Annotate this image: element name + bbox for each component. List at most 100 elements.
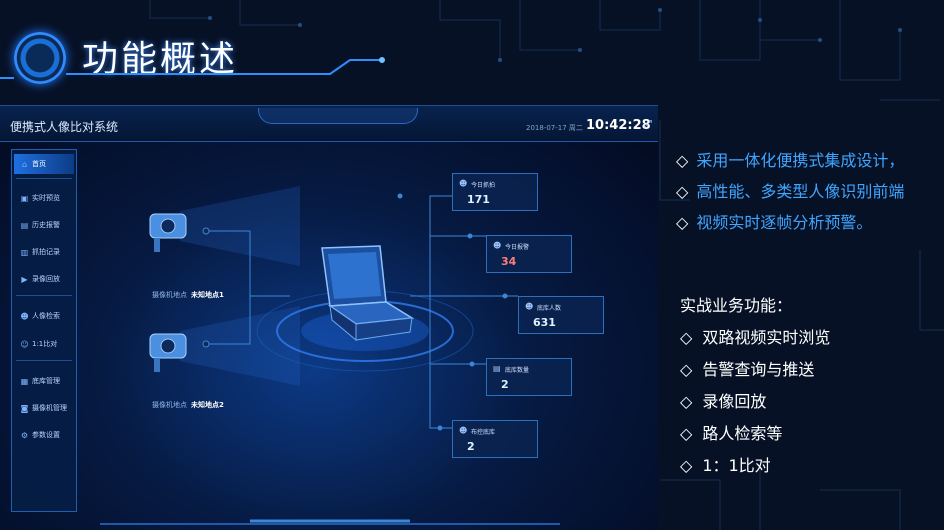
stat-card-library-count[interactable]: ▤ 底库数量 2 — [486, 358, 572, 396]
sidebar-item-person-search[interactable]: ☻ 人像检索 — [14, 306, 74, 326]
portable-device-icon — [321, 245, 415, 342]
business-text: 告警查询与推送 — [702, 360, 815, 379]
stat-value: 34 — [501, 255, 517, 268]
business-item: ◇ 1：1比对 — [680, 450, 940, 482]
stat-label: 今日报警 — [505, 244, 530, 251]
sidebar-item-playback[interactable]: ▶ 录像回放 — [14, 269, 74, 289]
sidebar-item-label: 实时预览 — [32, 194, 60, 202]
stat-value: 2 — [467, 440, 475, 453]
app-date: 2018-07-17 周二 — [526, 124, 583, 132]
diamond-bullet-icon: ◇ — [680, 424, 693, 443]
sidebar-item-alarm-history[interactable]: ▤ 历史报警 — [14, 215, 74, 235]
feature-list: ◇ 采用一体化便携式集成设计， ◇ 高性能、多类型人像识别前端 ◇ 视频实时逐帧分析预… — [676, 145, 940, 238]
playback-icon: ▶ — [21, 274, 28, 284]
diamond-bullet-icon: ◇ — [680, 456, 693, 475]
business-text: 路人检索等 — [702, 424, 783, 443]
header-underline — [0, 57, 385, 79]
database-icon: ▤ — [493, 364, 501, 373]
sidebar-item-label: 首页 — [32, 160, 46, 168]
users-icon: ☻ — [525, 302, 534, 311]
camera-location-label: 摄像机地点未知地点1 — [152, 290, 224, 300]
sidebar-item-camera-manage[interactable]: ◙ 摄像机管理 — [14, 398, 74, 418]
home-icon: ⌂ — [21, 159, 28, 169]
diamond-bullet-icon: ◇ — [676, 151, 689, 170]
stat-label: 今日抓拍 — [471, 182, 496, 189]
camera-icon — [149, 333, 187, 372]
stat-label: 底库数量 — [505, 367, 530, 374]
alarm-icon: ☻ — [493, 241, 502, 250]
sidebar-item-label: 抓拍记录 — [32, 248, 60, 256]
stat-card-deploy-library[interactable]: ☻ 布控底库 2 — [452, 420, 538, 458]
sidebar-item-settings[interactable]: ⚙ 参数设置 — [14, 425, 74, 445]
app-clock: 10:42:28 — [586, 118, 651, 133]
stat-label: 底库人数 — [537, 305, 562, 312]
business-functions: 实战业务功能： ◇双路视频实时浏览 ◇告警查询与推送 ◇录像回放 ◇路人检索等 … — [680, 290, 940, 482]
expand-icon[interactable]: ⤢ — [644, 119, 652, 130]
app-window: 便携式人像比对系统 2018-07-17 周二 10:42:28 ⤢ ⌂ 首页 … — [0, 105, 658, 530]
camera-beam — [180, 186, 300, 266]
business-item: ◇ 双路视频实时浏览 — [680, 322, 940, 354]
sidebar-item-label: 1:1比对 — [32, 340, 58, 348]
device-flow-diagram — [100, 186, 560, 525]
person-icon: ☻ — [459, 179, 468, 188]
feature-item: ◇ 采用一体化便携式集成设计， — [676, 145, 940, 176]
camera-manage-icon: ◙ — [20, 403, 29, 413]
business-text: 1：1比对 — [702, 456, 771, 475]
library-icon: ▦ — [20, 376, 29, 386]
diamond-bullet-icon: ◇ — [680, 360, 693, 379]
feature-item: ◇ 视频实时逐帧分析预警。 — [676, 207, 940, 238]
diamond-bullet-icon: ◇ — [680, 392, 693, 411]
camera-location-caption: 摄像机地点 — [152, 401, 187, 409]
app-topbar: 便携式人像比对系统 2018-07-17 周二 10:42:28 ⤢ — [0, 106, 658, 142]
sidebar-item-home[interactable]: ⌂ 首页 — [14, 154, 74, 174]
diamond-bullet-icon: ◇ — [676, 213, 689, 232]
sidebar-item-live-preview[interactable]: ▣ 实时预览 — [14, 188, 74, 208]
business-text: 录像回放 — [702, 392, 767, 411]
sidebar-item-capture-records[interactable]: ▥ 抓拍记录 — [14, 242, 74, 262]
stat-value: 171 — [467, 193, 490, 206]
sidebar-divider — [16, 360, 72, 361]
business-text: 双路视频实时浏览 — [702, 328, 831, 347]
stat-card-library-people[interactable]: ☻ 底库人数 631 — [518, 296, 604, 334]
person-search-icon: ☻ — [20, 311, 29, 321]
stat-card-today-capture[interactable]: ☻ 今日抓拍 171 — [452, 173, 538, 211]
emblem-icon — [14, 32, 66, 84]
feature-item: ◇ 高性能、多类型人像识别前端 — [676, 176, 940, 207]
camera-location-name: 未知地点1 — [191, 291, 224, 299]
business-item: ◇ 告警查询与推送 — [680, 354, 940, 386]
history-icon: ▤ — [20, 220, 29, 230]
sidebar-divider — [16, 295, 72, 296]
deploy-icon: ☻ — [459, 426, 468, 435]
feature-text: 高性能、多类型人像识别前端 — [696, 182, 905, 201]
business-title: 实战业务功能： — [680, 296, 793, 315]
camera-location-caption: 摄像机地点 — [152, 291, 187, 299]
sidebar-item-compare[interactable]: ☺ 1:1比对 — [14, 334, 74, 354]
feature-text: 采用一体化便携式集成设计， — [696, 151, 905, 170]
sidebar-item-label: 历史报警 — [32, 221, 60, 229]
camera-beam — [180, 306, 300, 386]
camera-location-label: 摄像机地点未知地点2 — [152, 400, 224, 410]
stat-value: 2 — [501, 378, 509, 391]
sidebar-item-label: 摄像机管理 — [32, 404, 67, 412]
business-item: ◇ 录像回放 — [680, 386, 940, 418]
diamond-bullet-icon: ◇ — [676, 182, 689, 201]
business-item: ◇ 路人检索等 — [680, 418, 940, 450]
sidebar-divider — [16, 178, 72, 179]
monitor-icon: ▣ — [20, 193, 29, 203]
sidebar-item-label: 录像回放 — [32, 275, 60, 283]
feature-text: 视频实时逐帧分析预警。 — [696, 213, 873, 232]
sidebar-item-library[interactable]: ▦ 底库管理 — [14, 371, 74, 391]
diamond-bullet-icon: ◇ — [680, 328, 693, 347]
compare-icon: ☺ — [20, 339, 29, 349]
app-title: 便携式人像比对系统 — [10, 120, 119, 134]
sidebar-item-label: 底库管理 — [32, 377, 60, 385]
camera-record-icon: ▥ — [20, 247, 29, 257]
camera-location-name: 未知地点2 — [191, 401, 224, 409]
stat-label: 布控底库 — [471, 429, 496, 436]
sidebar-item-label: 人像检索 — [32, 312, 60, 320]
slide-header: 功能概述 — [0, 0, 944, 95]
stat-value: 631 — [533, 316, 556, 329]
sidebar-item-label: 参数设置 — [32, 431, 60, 439]
stat-card-today-alarm[interactable]: ☻ 今日报警 34 — [486, 235, 572, 273]
